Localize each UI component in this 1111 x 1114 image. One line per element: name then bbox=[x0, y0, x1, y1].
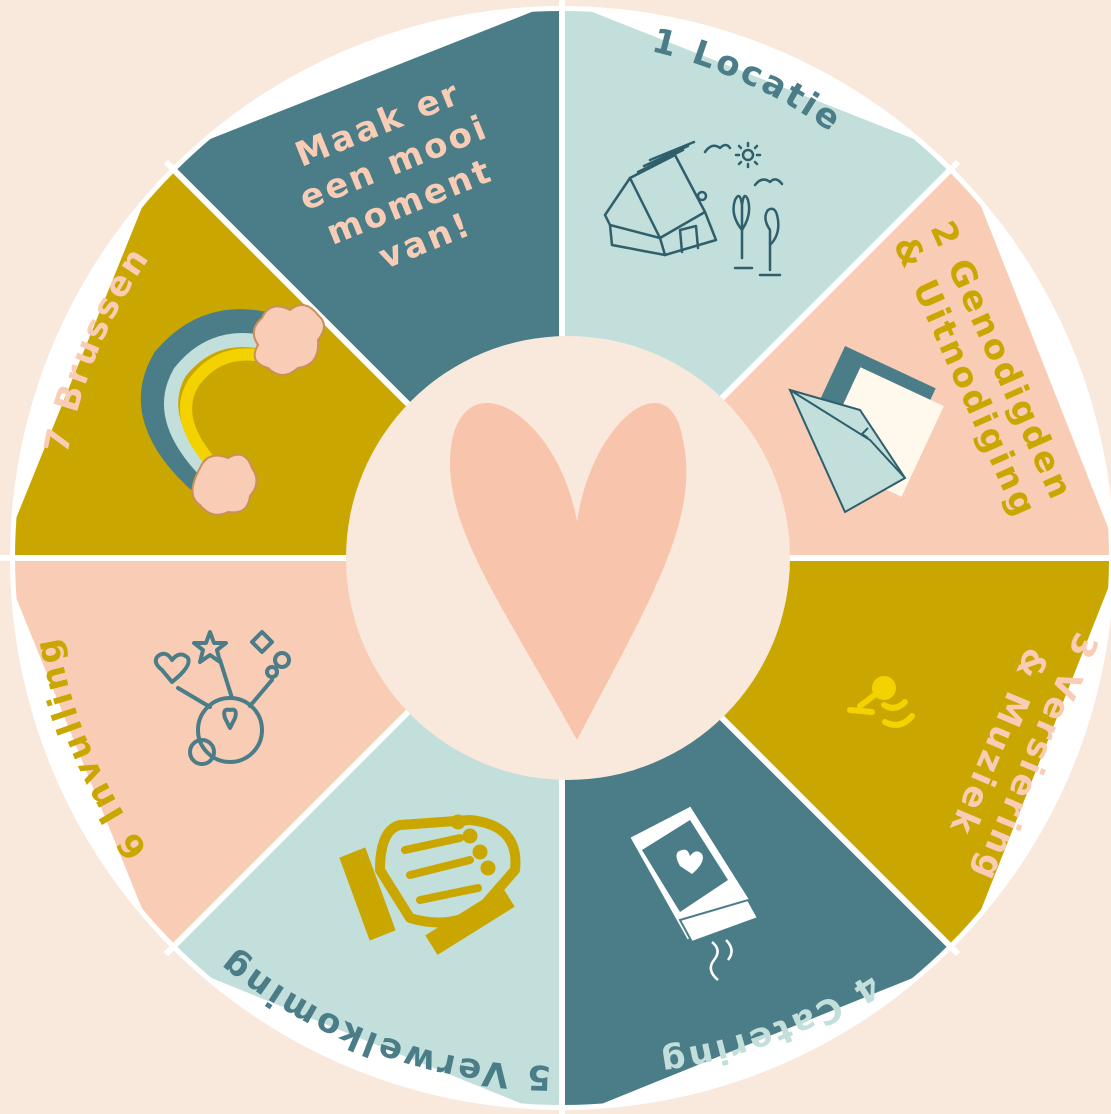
house-icon bbox=[603, 140, 784, 277]
music-note-icon bbox=[847, 676, 915, 728]
rainbow-icon bbox=[140, 304, 325, 516]
cup-icon bbox=[630, 806, 760, 981]
handshake-icon bbox=[339, 814, 521, 955]
heart-icon bbox=[450, 402, 687, 740]
envelope-icon bbox=[788, 346, 944, 514]
ideas-icon bbox=[153, 630, 291, 766]
